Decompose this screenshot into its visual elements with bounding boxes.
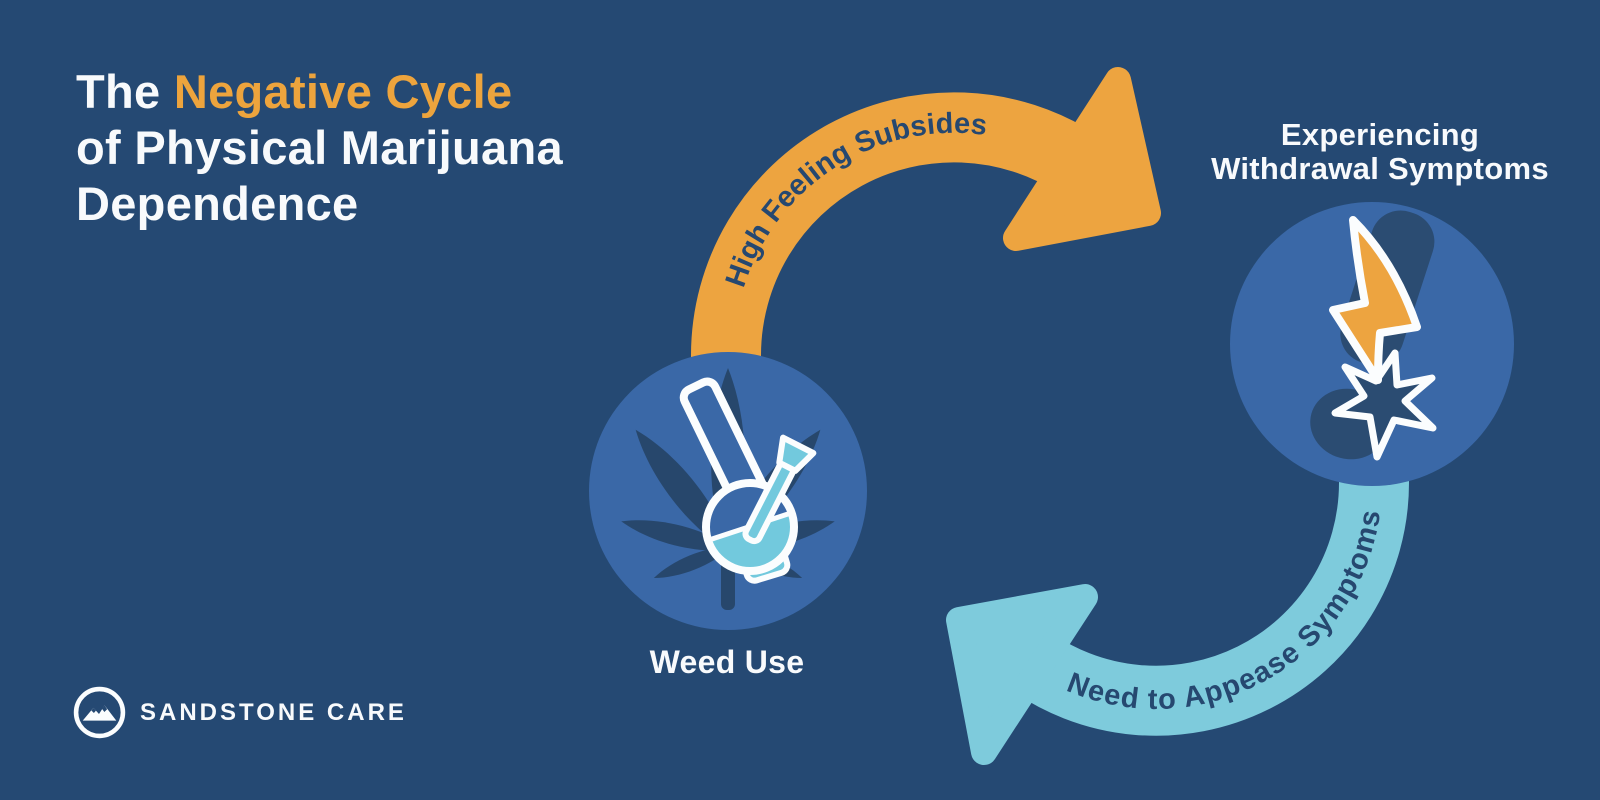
title-line-2: of Physical Marijuana [76,121,563,174]
brand-footer: SANDSTONE CARE [72,685,407,740]
page-title: The Negative Cycle of Physical Marijuana… [76,64,563,232]
starburst-icon [1331,349,1437,461]
withdrawal-label-line2: Withdrawal Symptoms [1211,151,1549,186]
node-weed-use: Weed Use [589,352,867,680]
bong-icon [679,377,817,584]
title-word-the: The [76,65,161,118]
bong-downstem [742,434,817,545]
bong-flask-outline [702,479,798,575]
title-line-3: Dependence [76,177,359,230]
brand-name: SANDSTONE CARE [140,698,407,726]
mountain-logo-icon [73,686,126,739]
withdrawal-label-line1: Experiencing [1281,117,1479,152]
node-withdrawal-symptoms: Experiencing Withdrawal Symptoms [1211,117,1549,486]
arrow-need-to-appease-symptoms [946,420,1374,765]
title-line-1: The Negative Cycle [76,64,563,120]
weed-use-label: Weed Use [650,644,805,680]
teal-arrowhead-icon [946,584,1098,765]
lightning-bolt-icon [1329,216,1421,384]
orange-arrowhead-icon [1003,67,1161,251]
title-accent: Negative Cycle [173,65,513,118]
arrow-high-feeling-subsides [726,67,1161,430]
